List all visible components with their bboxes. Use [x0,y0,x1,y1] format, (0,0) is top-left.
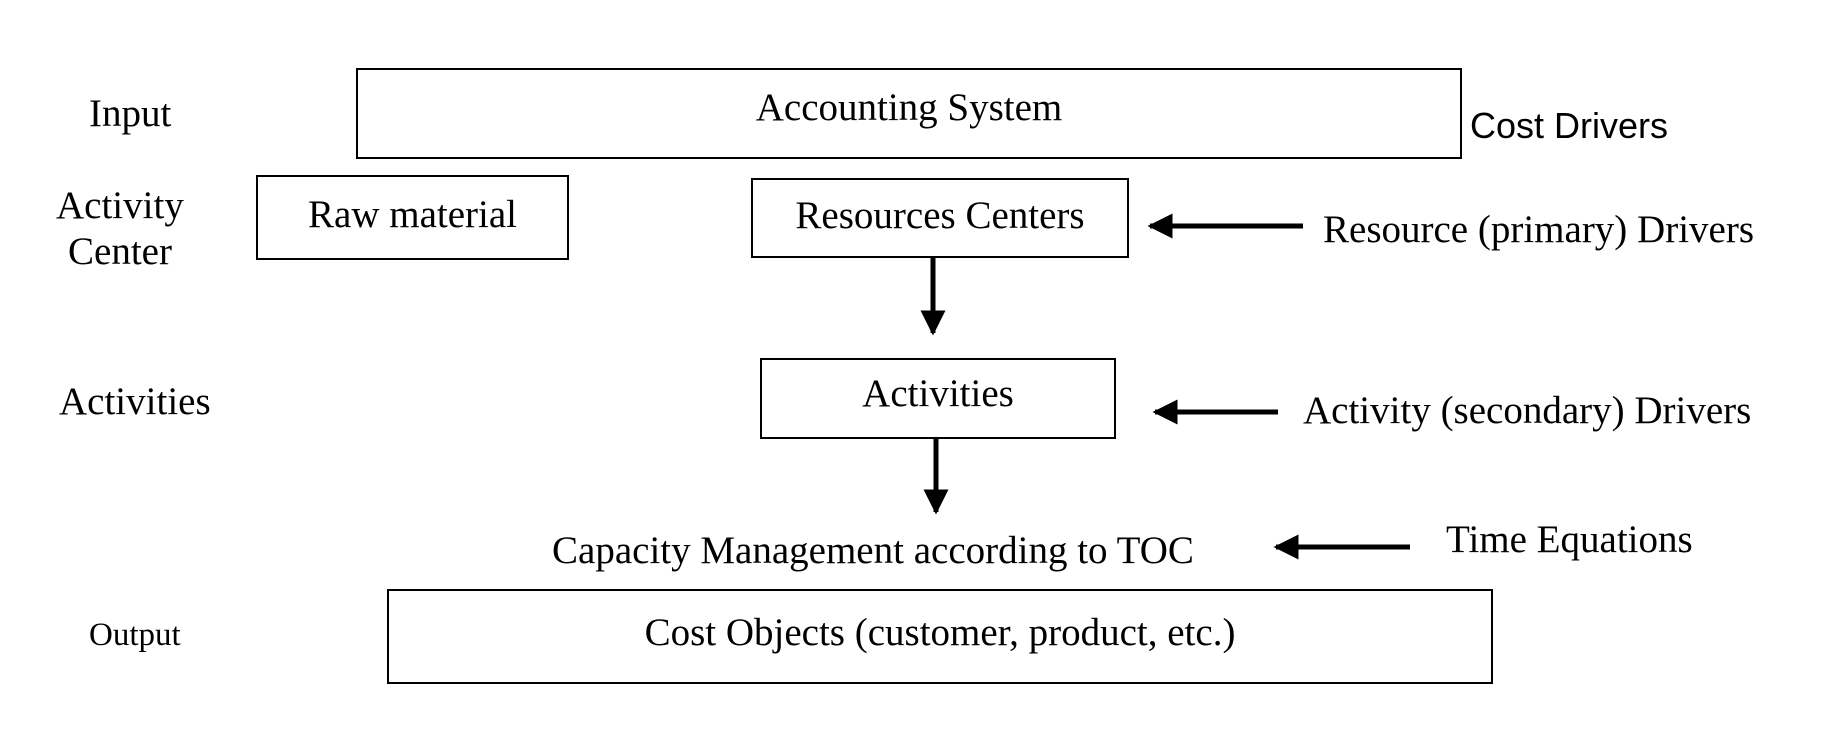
row-label-activity-center-1: Activity [56,184,184,227]
activity-drivers-label: Activity (secondary) Drivers [1303,389,1752,432]
row-label-activities: Activities [59,380,211,423]
resources-centers-box: Resources Centers [751,178,1129,258]
row-label-activity-center-2: Center [68,230,172,273]
capacity-management-text: Capacity Management according to TOC [552,529,1194,572]
row-label-output: Output [89,617,181,653]
cost-objects-label: Cost Objects (customer, product, etc.) [644,611,1236,654]
cost-objects-box: Cost Objects (customer, product, etc.) [387,589,1493,684]
accounting-system-label: Accounting System [755,86,1063,129]
row-label-input: Input [89,92,172,135]
cost-drivers-label: Cost Drivers [1470,105,1669,146]
raw-material-box: Raw material [256,175,569,260]
resource-drivers-label: Resource (primary) Drivers [1323,208,1754,251]
time-equations-label: Time Equations [1446,518,1693,561]
resources-centers-label: Resources Centers [795,193,1085,237]
raw-material-label: Raw material [308,193,517,236]
activities-box-label: Activities [862,372,1014,415]
activities-box: Activities [760,358,1116,439]
accounting-system-box: Accounting System [356,68,1462,159]
